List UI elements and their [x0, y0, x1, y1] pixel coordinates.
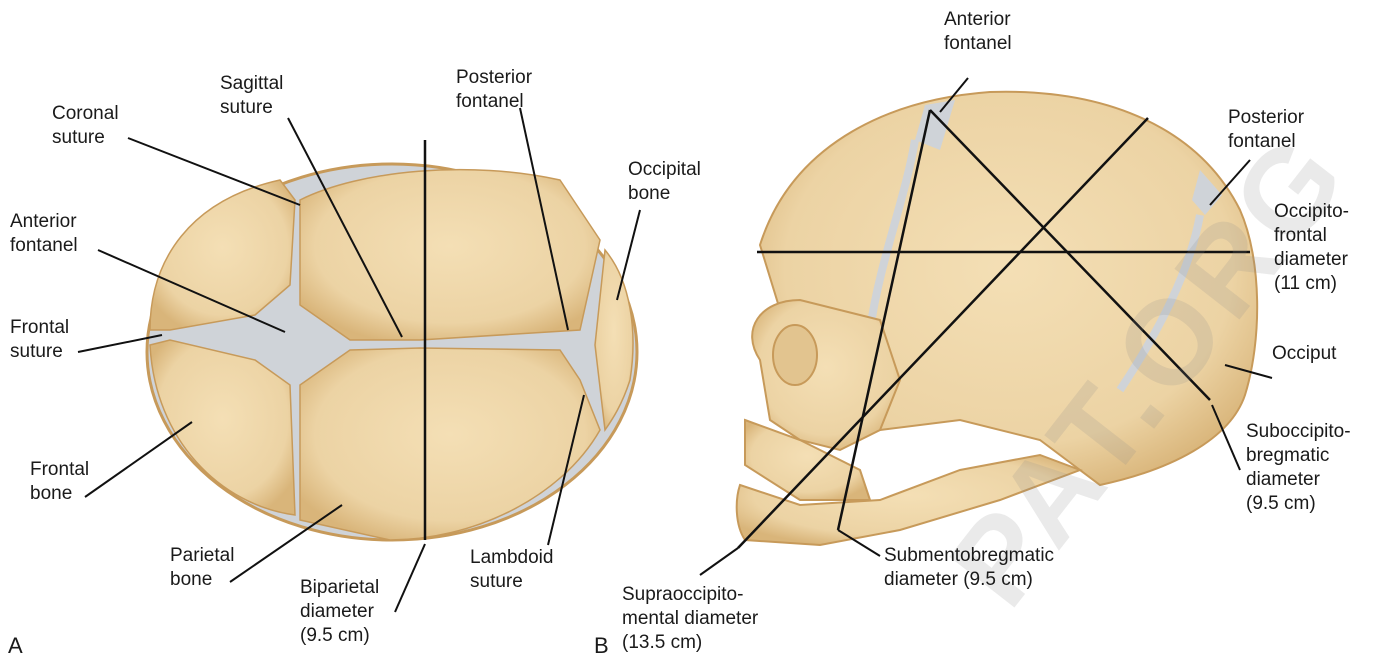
leader-frontal-bone — [85, 422, 192, 497]
label-posterior-fontanel-b: Posterior fontanel — [1228, 106, 1304, 154]
label-coronal-suture: Coronal suture — [52, 102, 119, 150]
label-parietal-bone: Parietal bone — [170, 544, 234, 592]
label-sagittal-suture: Sagittal suture — [220, 72, 283, 120]
panel-letter-b: B — [594, 634, 609, 658]
leader-supraoccipitomental — [700, 548, 738, 575]
label-occipitofrontal-diameter: Occipito- frontal diameter (11 cm) — [1274, 200, 1349, 296]
label-supraoccipitomental-diameter: Supraoccipito- mental diameter (13.5 cm) — [622, 583, 758, 655]
leader-occipital-bone — [617, 210, 640, 300]
parietal-bone-upper — [300, 170, 600, 340]
orbit — [773, 325, 817, 385]
label-suboccipitobregmatic-diameter: Suboccipito- bregmatic diameter (9.5 cm) — [1246, 420, 1351, 516]
label-biparietal-diameter: Biparietal diameter (9.5 cm) — [300, 576, 379, 648]
leader-biparietal-diameter — [395, 544, 425, 612]
parietal-bone-lower — [300, 348, 600, 540]
facial-bones — [752, 300, 900, 450]
panel-letter-a: A — [8, 634, 23, 658]
label-anterior-fontanel-a: Anterior fontanel — [10, 210, 78, 258]
label-frontal-suture: Frontal suture — [10, 316, 69, 364]
leader-coronal-suture — [128, 138, 300, 205]
label-anterior-fontanel-b: Anterior fontanel — [944, 8, 1012, 56]
label-submentobregmatic-diameter: Submentobregmatic diameter (9.5 cm) — [884, 544, 1054, 592]
label-posterior-fontanel-a: Posterior fontanel — [456, 66, 532, 114]
label-occipital-bone: Occipital bone — [628, 158, 701, 206]
label-frontal-bone: Frontal bone — [30, 458, 89, 506]
label-lambdoid-suture: Lambdoid suture — [470, 546, 553, 594]
label-occiput: Occiput — [1272, 342, 1336, 366]
